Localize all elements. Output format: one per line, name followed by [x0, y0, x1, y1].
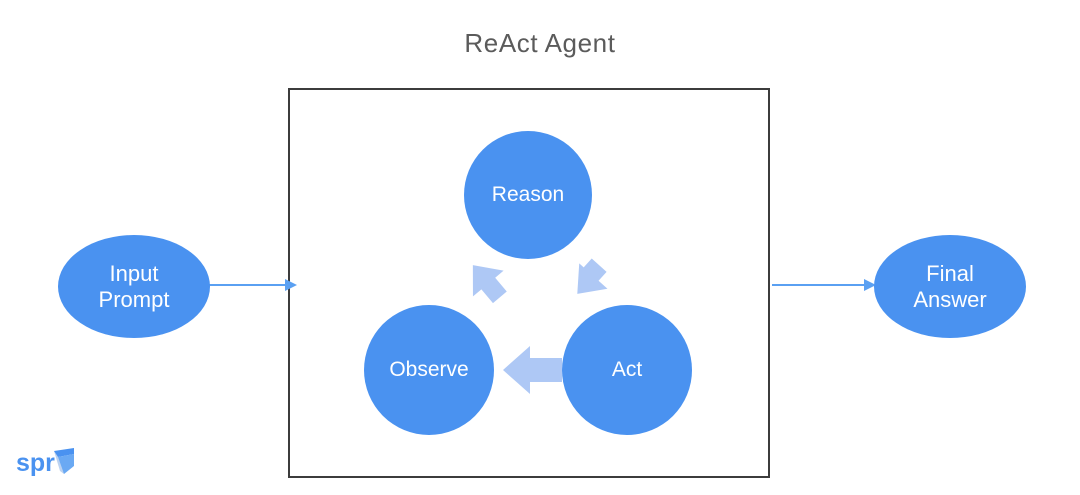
node-final-answer[interactable]: Final Answer — [874, 235, 1026, 338]
spr-logo: spr — [16, 448, 74, 477]
node-input-prompt-label: Input Prompt — [98, 260, 170, 312]
page-title: ReAct Agent — [464, 28, 616, 58]
spr-logo-cube-icon — [54, 448, 74, 474]
node-observe-label: Observe — [389, 358, 469, 381]
spr-logo-wordmark: spr — [16, 449, 55, 477]
node-reason-label: Reason — [491, 183, 565, 206]
connector-agent-to-output — [772, 279, 876, 291]
node-reason[interactable]: Reason — [464, 131, 592, 259]
node-observe[interactable]: Observe — [364, 305, 494, 435]
node-input-prompt[interactable]: Input Prompt — [58, 235, 210, 338]
connector-input-to-agent — [205, 279, 297, 291]
node-act[interactable]: Act — [562, 305, 692, 435]
cycle-arrow-reason-to-act-icon — [577, 258, 608, 294]
node-act-label: Act — [611, 358, 643, 381]
cycle-arrow-observe-to-reason-icon — [472, 265, 507, 304]
node-final-answer-label: Final Answer — [913, 260, 987, 312]
cycle-arrow-act-to-observe-icon — [503, 346, 562, 394]
